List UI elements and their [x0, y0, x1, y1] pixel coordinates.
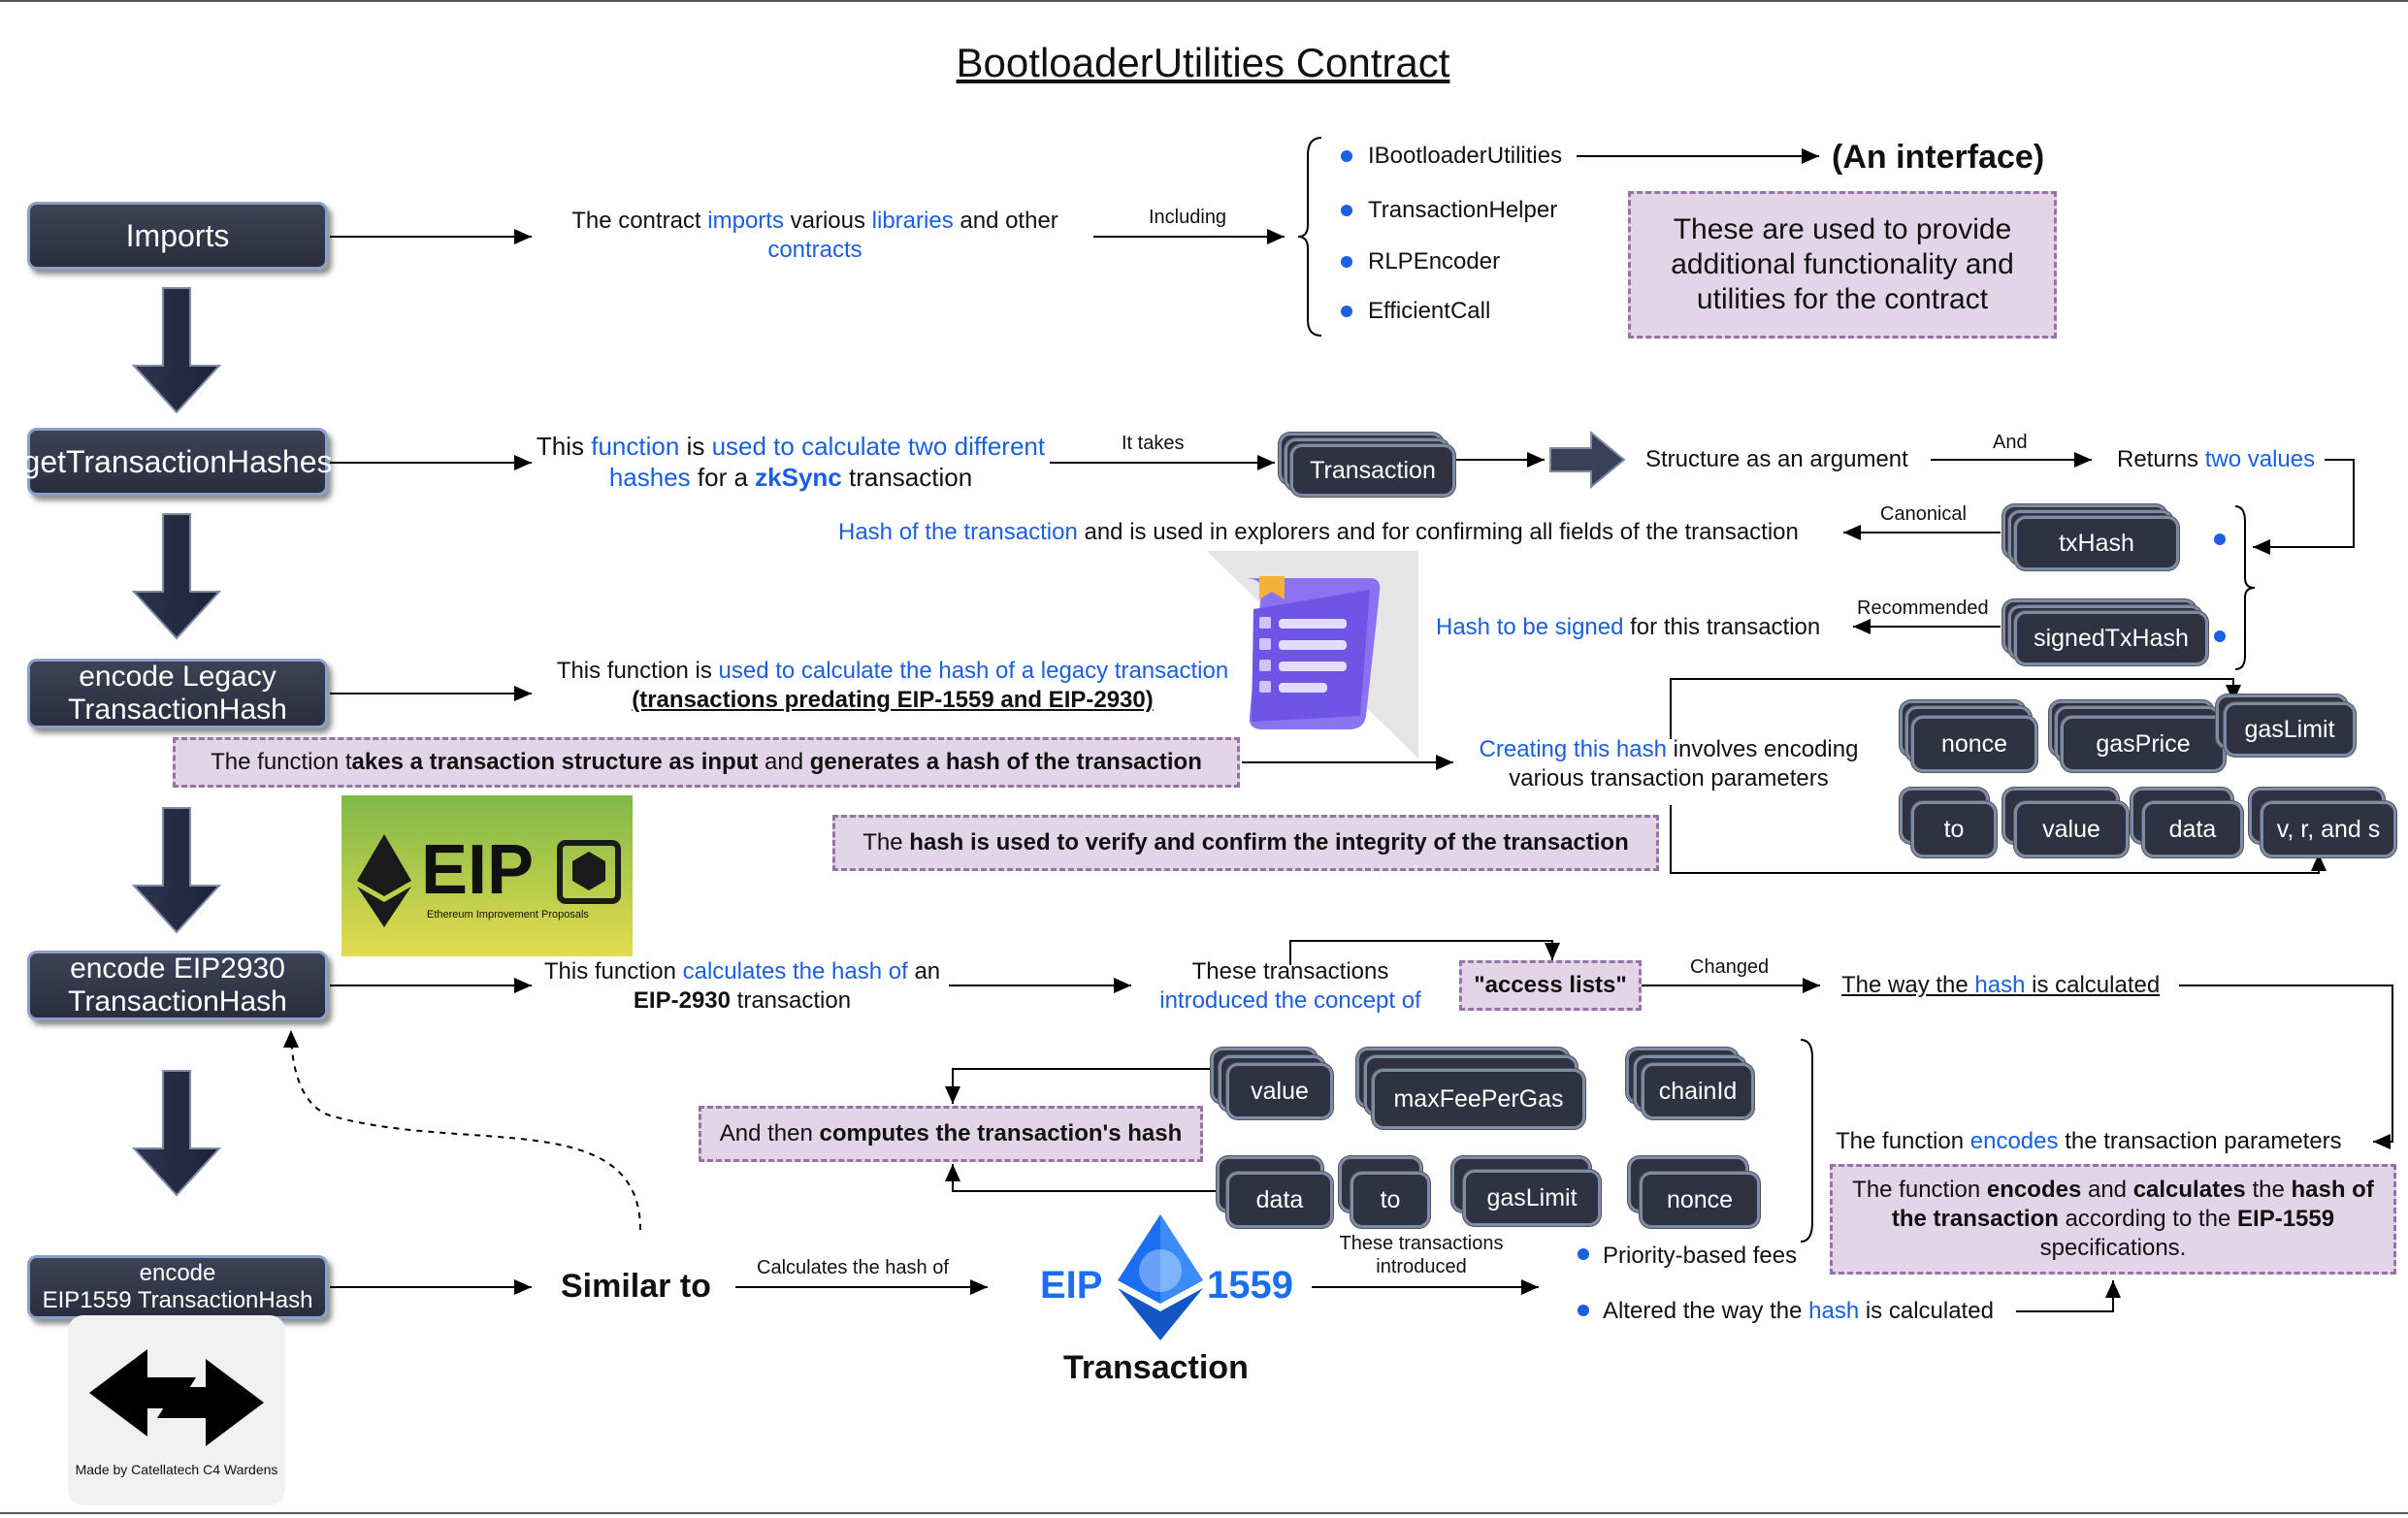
eip1559-number: 1559 — [1207, 1264, 1293, 1307]
bullet-dot — [1578, 1305, 1589, 1316]
priority-fees-bullet: Priority-based fees — [1603, 1243, 1798, 1269]
bullet-dot — [2214, 533, 2226, 545]
legacy-label-1: encode Legacy — [79, 661, 277, 693]
interface-label: (An interface) — [1832, 139, 2045, 176]
top-border — [0, 0, 2408, 2]
computes-hash-note: And then computes the transaction's hash — [699, 1106, 1203, 1162]
exchange-arrows-icon — [89, 1349, 264, 1446]
txhash-chip: txHash — [2014, 516, 2179, 570]
import-item: RLPEncoder — [1368, 248, 1501, 275]
imports-box: Imports — [27, 202, 328, 270]
eip-logo-subtitle: Ethereum Improvement Proposals — [427, 909, 589, 920]
eip2930-param-to: to — [1350, 1172, 1430, 1228]
eip1559-note: The function encodes and calculates the … — [1830, 1164, 2396, 1275]
eip2930-param-gaslimit: gasLimit — [1463, 1170, 1601, 1226]
imports-label: Imports — [125, 218, 230, 253]
legacy-param-to: to — [1911, 801, 1997, 857]
eip2930-label-2: TransactionHash — [68, 985, 287, 1017]
ethereum-diamond-icon — [357, 834, 411, 927]
returns-label: Returns two values — [2117, 446, 2316, 472]
credit-text: Made by Catellatech C4 Wardens — [75, 1462, 278, 1477]
encodes-parameters-text: The function encodes the transaction par… — [1836, 1128, 2342, 1154]
altered-hash-bullet: Altered the way the hash is calculated — [1603, 1298, 1994, 1324]
calculates-hash-label: Calculates the hash of — [757, 1257, 949, 1278]
recommended-label: Recommended — [1857, 598, 1989, 619]
eip-logo: EIP Ethereum Improvement Proposals — [342, 795, 633, 956]
page-title: BootloaderUtilities Contract — [956, 40, 1450, 85]
credit-logo-card: Made by Catellatech C4 Wardens — [68, 1315, 285, 1505]
ethereum-logo-icon — [1118, 1214, 1203, 1340]
eip2930-label-1: encode EIP2930 — [70, 953, 285, 985]
similar-to-label: Similar to — [561, 1268, 711, 1305]
and-label: And — [1993, 432, 2028, 453]
bullet-dot — [1578, 1248, 1589, 1260]
eip1559-label-1: encode — [139, 1260, 216, 1286]
eip2930-param-chainid: chainId — [1642, 1063, 1754, 1119]
way-hash-calculated: The way the hash is calculated — [1841, 972, 2161, 998]
verify-note: The hash is used to verify and confirm t… — [832, 815, 1659, 871]
signed-description: Hash to be signed for this transaction — [1436, 614, 1821, 640]
get-transaction-hashes-box: getTransactionHashes — [23, 428, 333, 496]
structure-label: Structure as an argument — [1645, 446, 1908, 472]
bullet-dot — [1341, 205, 1352, 216]
eip2930-param-value: value — [1226, 1063, 1333, 1119]
eip-logo-text: EIP — [421, 831, 535, 909]
get-hashes-label: getTransactionHashes — [22, 444, 333, 479]
bullet-dot — [1341, 150, 1352, 162]
legacy-param-vrs: v, r, and s — [2261, 801, 2396, 857]
import-item: EfficientCall — [1368, 298, 1491, 324]
changed-label: Changed — [1690, 956, 1770, 978]
bottom-border — [0, 1512, 2408, 1514]
eip1559-label-2: EIP1559 TransactionHash — [42, 1287, 313, 1313]
access-lists-note: "access lists" — [1459, 960, 1642, 1011]
legacy-param-data: data — [2142, 801, 2243, 857]
it-takes-label: It takes — [1122, 433, 1185, 454]
legacy-param-gasprice: gasPrice — [2061, 716, 2226, 772]
eip1559-eip-text: EIP — [1040, 1264, 1103, 1307]
legacy-param-value: value — [2014, 801, 2129, 857]
eip2930-param-nonce: nonce — [1640, 1172, 1760, 1228]
import-item: TransactionHelper — [1368, 197, 1558, 223]
eip1559-transaction-label: Transaction — [1063, 1349, 1249, 1386]
hashes-description: This function is used to calculate two d… — [536, 432, 1046, 492]
eip2930-param-data: data — [1226, 1172, 1333, 1228]
transaction-chip: Transaction — [1290, 444, 1455, 497]
txhash-description: Hash of the transaction and is used in e… — [838, 519, 1799, 545]
import-item: IBootloaderUtilities — [1368, 143, 1563, 169]
cube-icon — [557, 840, 621, 904]
legacy-param-nonce: nonce — [1911, 716, 2037, 772]
legacy-description: This function is used to calculate the h… — [556, 658, 1229, 713]
eip2930-param-maxfeepergas: maxFeePerGas — [1372, 1069, 1585, 1129]
bullet-dot — [1341, 256, 1352, 268]
imports-description: The contract imports various libraries a… — [571, 208, 1058, 263]
legacy-label-2: TransactionHash — [68, 694, 287, 726]
scroll-illustration — [1244, 576, 1381, 729]
signed-tx-hash-chip: signedTxHash — [2014, 611, 2208, 665]
bullet-dot — [2214, 630, 2226, 642]
legacy-param-gaslimit: gasLimit — [2224, 702, 2356, 757]
canonical-label: Canonical — [1880, 503, 1967, 525]
including-label: Including — [1149, 207, 1227, 228]
imports-note: These are used to provide additional fun… — [1628, 191, 2057, 339]
bullet-dot — [1341, 306, 1352, 317]
